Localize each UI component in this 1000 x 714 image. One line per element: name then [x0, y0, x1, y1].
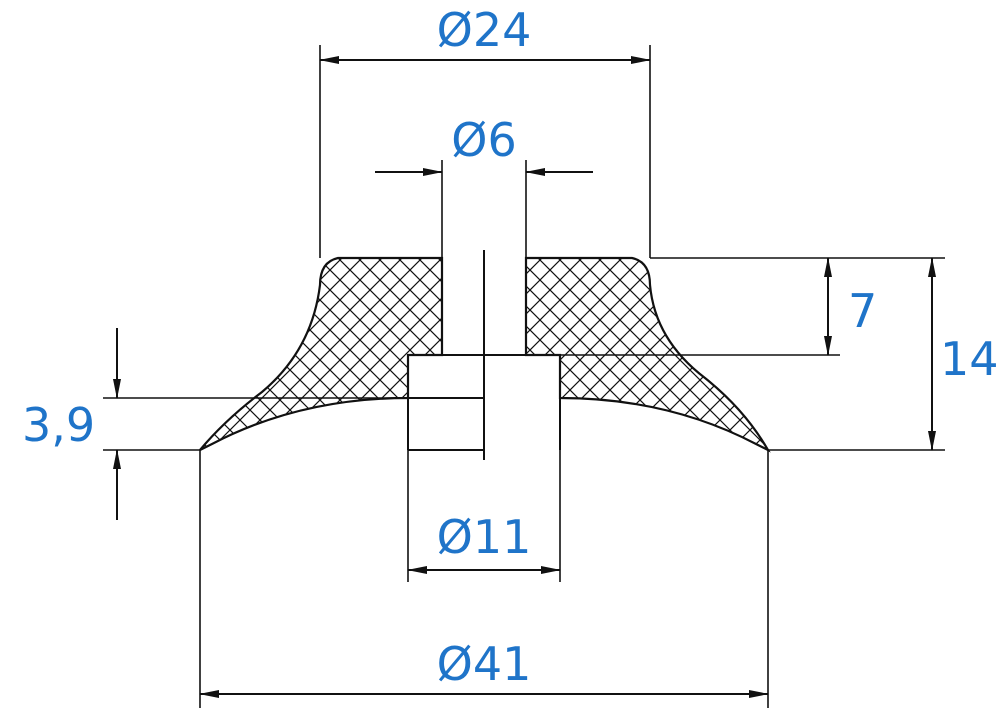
section-left	[199, 256, 444, 451]
dimension-lip-height	[103, 328, 408, 520]
dimension-top-diameter	[319, 45, 651, 258]
section-right	[524, 256, 771, 453]
label-bottom-diameter: Ø41	[437, 637, 532, 691]
label-top-diameter: Ø24	[437, 3, 532, 57]
label-total-height: 14	[940, 332, 999, 386]
dimension-bottom-diameter	[199, 450, 769, 708]
label-recess-diameter: Ø11	[437, 510, 532, 564]
label-neck-height: 7	[848, 284, 877, 338]
dimension-bore-diameter	[375, 160, 593, 258]
dimension-recess-diameter	[407, 450, 561, 582]
label-bore-diameter: Ø6	[451, 113, 516, 167]
label-lip-height: 3,9	[22, 398, 95, 452]
